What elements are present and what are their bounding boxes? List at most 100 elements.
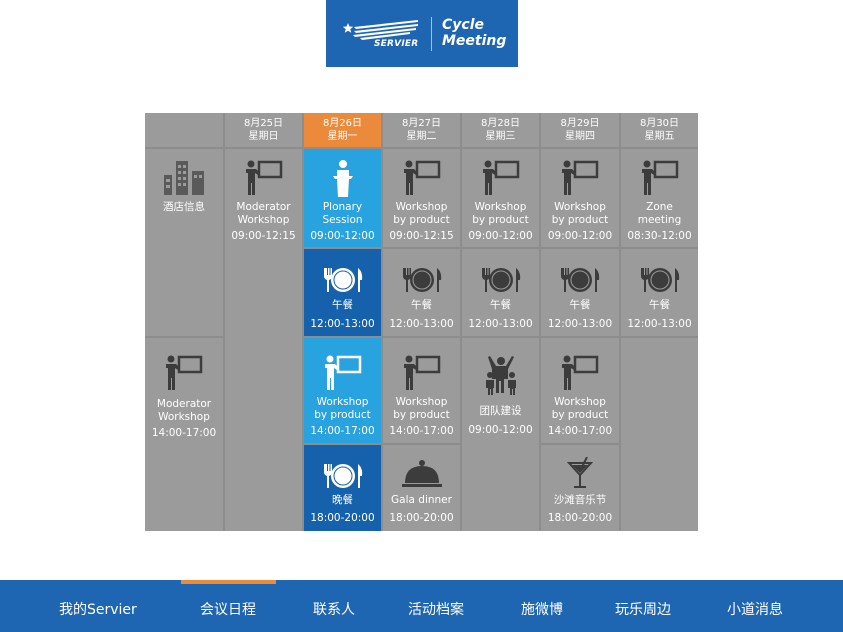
dinner-cell[interactable]: 沙滩音乐节 18:00-20:00: [541, 445, 619, 531]
bottom-nav: 我的Servier 会议日程 联系人 活动档案 施微博 玩乐周边 小道消息: [0, 580, 843, 632]
session-time: 09:00-12:15: [389, 230, 454, 242]
schedule-grid: 8月25日 星期日 8月26日 星期一 8月27日 星期二 8月28日 星期三 …: [145, 113, 698, 531]
session-time: 14:00-17:00: [547, 425, 613, 437]
meal-label: 晚餐: [332, 494, 353, 506]
session-time: 14:00-17:00: [389, 425, 454, 437]
lunch-cell[interactable]: 午餐 12:00-13:00: [621, 249, 698, 336]
lunch-cell[interactable]: 午餐 12:00-13:00: [462, 249, 539, 336]
logo-title-line2: Meeting: [442, 33, 507, 49]
day-weekday: 星期二: [406, 131, 437, 142]
session-time: 18:00-20:00: [310, 512, 375, 524]
session-cell[interactable]: Workshop by product 09:00-12:00: [541, 149, 619, 247]
presenter-board-icon: [245, 160, 282, 195]
session-cell[interactable]: Workshop by product 14:00-17:00: [541, 338, 619, 443]
session-cell[interactable]: 团队建设 09:00-12:00: [462, 338, 539, 531]
session-title: Moderator Workshop: [156, 398, 212, 423]
nav-weibo[interactable]: 施微博: [521, 602, 563, 618]
plate-cutlery-icon: [481, 268, 520, 292]
session-time: 09:00-12:00: [547, 230, 613, 242]
servier-star-icon: [342, 20, 418, 40]
presenter-board-icon: [324, 355, 361, 390]
session-time: 18:00-20:00: [547, 512, 613, 524]
session-cell[interactable]: Workshop by product 09:00-12:00: [462, 149, 539, 247]
logo-brand-text: SERVIER: [374, 39, 419, 49]
day-header[interactable]: 8月27日 星期二: [383, 113, 460, 147]
hotel-info-cell[interactable]: 酒店信息: [145, 149, 223, 336]
session-time: 09:00-12:00: [468, 230, 533, 242]
cocktail-glass-icon: [567, 457, 593, 488]
header-corner: [145, 113, 223, 147]
lunch-cell[interactable]: 午餐 12:00-13:00: [304, 249, 381, 336]
session-time: 18:00-20:00: [389, 512, 454, 524]
day-header[interactable]: 8月28日 星期三: [462, 113, 539, 147]
meal-label: Gala dinner: [391, 494, 452, 506]
session-cell[interactable]: Moderator Workshop 09:00-12:15: [225, 149, 302, 531]
day-weekday: 星期四: [565, 131, 595, 142]
nav-news[interactable]: 小道消息: [727, 602, 783, 618]
hotel-building-icon: [164, 161, 204, 195]
session-time: 14:00-17:00: [151, 427, 217, 439]
session-title: Workshop by product: [393, 396, 450, 421]
day-header-selected[interactable]: 8月26日 星期一: [304, 113, 381, 147]
session-title: Workshop by product: [393, 201, 450, 226]
day-date: 8月29日: [560, 118, 600, 129]
presenter-board-icon: [403, 160, 440, 195]
podium-speaker-icon: [332, 160, 353, 197]
nav-my-servier[interactable]: 我的Servier: [59, 602, 137, 618]
day-header[interactable]: 8月30日 星期五: [621, 113, 698, 147]
meal-label: 午餐: [649, 299, 670, 311]
nav-contacts[interactable]: 联系人: [313, 602, 355, 618]
presenter-board-icon: [482, 160, 519, 195]
lunch-cell[interactable]: 午餐 12:00-13:00: [383, 249, 460, 336]
dinner-cell[interactable]: 晚餐 18:00-20:00: [304, 445, 381, 531]
plate-cutlery-icon: [323, 464, 362, 488]
nav-schedule[interactable]: 会议日程: [200, 602, 256, 618]
session-time: 12:00-13:00: [468, 318, 533, 330]
session-time: 12:00-13:00: [547, 318, 613, 330]
plate-cutlery-icon: [323, 268, 362, 292]
session-cell[interactable]: Plonary Session 09:00-12:00: [304, 149, 381, 247]
day-date: 8月25日: [243, 118, 284, 129]
day-header[interactable]: 8月29日 星期四: [541, 113, 619, 147]
presenter-board-icon: [403, 355, 440, 390]
nav-nearby-fun[interactable]: 玩乐周边: [615, 602, 671, 618]
session-cell[interactable]: Workshop by product 14:00-17:00: [383, 338, 460, 443]
session-time: 12:00-13:00: [310, 318, 375, 330]
session-title: Workshop by product: [472, 201, 529, 226]
session-time: 12:00-13:00: [389, 318, 454, 330]
presenter-board-icon: [166, 355, 203, 390]
nav-activity-archive[interactable]: 活动档案: [408, 602, 464, 618]
session-time: 09:00-12:00: [310, 230, 375, 242]
presenter-board-icon: [562, 355, 599, 390]
session-time: 09:00-12:15: [231, 230, 296, 242]
session-title: Plonary Session: [322, 201, 363, 226]
day-weekday: 星期日: [248, 131, 279, 142]
day-weekday: 星期五: [644, 131, 675, 142]
session-time: 12:00-13:00: [627, 318, 692, 330]
day-weekday: 星期三: [485, 131, 516, 142]
plate-cutlery-icon: [561, 268, 600, 292]
day-header[interactable]: 8月25日 星期日: [225, 113, 302, 147]
session-cell[interactable]: Moderator Workshop 14:00-17:00: [145, 338, 223, 531]
team-cheer-icon: [485, 356, 516, 395]
dinner-cell[interactable]: Gala dinner 18:00-20:00: [383, 445, 460, 531]
cloche-dinner-icon: [401, 460, 442, 487]
session-title: Workshop by product: [551, 396, 609, 421]
session-cell[interactable]: Workshop by product 14:00-17:00: [304, 338, 381, 443]
session-title: 团队建设: [479, 405, 522, 417]
day-date: 8月26日: [322, 118, 363, 129]
meal-label: 沙滩音乐节: [553, 494, 607, 506]
session-title: Workshop by product: [551, 201, 609, 226]
day-date: 8月30日: [639, 118, 680, 129]
hotel-info-label: 酒店信息: [163, 201, 205, 213]
empty-cell: [621, 338, 698, 531]
session-cell[interactable]: Zone meeting 08:30-12:00: [621, 149, 698, 247]
logo-title-line1: Cycle: [442, 17, 484, 33]
meal-label: 午餐: [490, 299, 511, 311]
lunch-cell[interactable]: 午餐 12:00-13:00: [541, 249, 619, 336]
session-time: 09:00-12:00: [468, 424, 533, 436]
nav-active-indicator: [181, 580, 276, 584]
session-cell[interactable]: Workshop by product 09:00-12:15: [383, 149, 460, 247]
presenter-board-icon: [641, 160, 678, 195]
day-date: 8月28日: [480, 118, 521, 129]
